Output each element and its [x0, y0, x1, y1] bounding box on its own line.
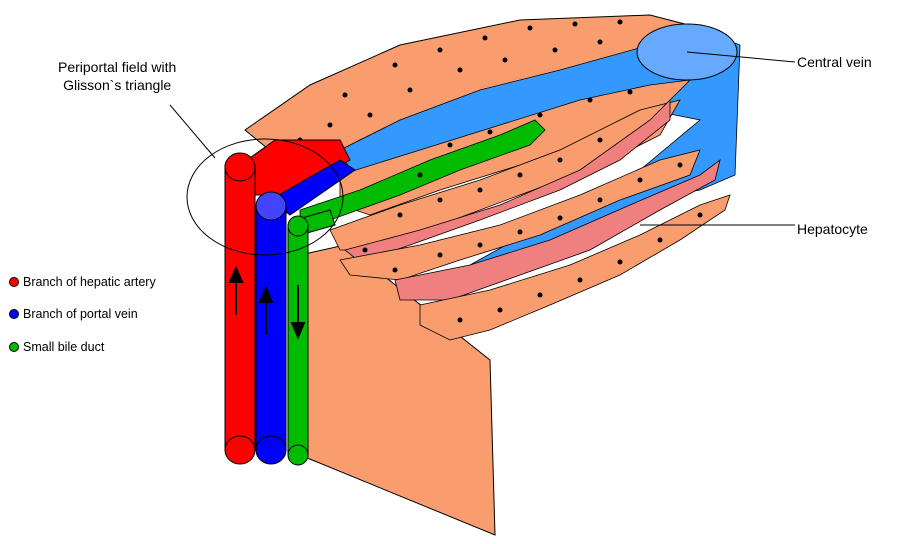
- legend-artery-dot: [9, 277, 19, 287]
- legend-portal-vein: Branch of portal vein: [9, 307, 138, 321]
- legend-artery-label: Branch of hepatic artery: [23, 275, 156, 289]
- hepatocyte-label: Hepatocyte: [797, 220, 868, 238]
- legend-bile-label: Small bile duct: [23, 340, 104, 354]
- periportal-leader: [170, 105, 215, 158]
- legend-bile-duct: Small bile duct: [9, 340, 104, 354]
- bile-duct-tube: [288, 225, 308, 455]
- legend-portal-dot: [9, 309, 19, 319]
- legend-portal-label: Branch of portal vein: [23, 307, 138, 321]
- periportal-label: Periportal field with Glisson`s triangle: [58, 58, 176, 94]
- portal-vein-tube: [256, 205, 286, 450]
- bile-duct-end: [288, 216, 308, 236]
- legend-bile-dot: [9, 342, 19, 352]
- portal-vein-end: [256, 192, 286, 220]
- hepatic-artery-bottom: [225, 436, 255, 464]
- legend-artery: Branch of hepatic artery: [9, 275, 156, 289]
- portal-vein-bottom: [256, 436, 286, 464]
- central-vein-label: Central vein: [797, 53, 872, 71]
- bile-duct-bottom: [288, 445, 308, 465]
- hepatic-artery-end: [225, 153, 255, 181]
- hepatic-artery-tube: [225, 165, 255, 450]
